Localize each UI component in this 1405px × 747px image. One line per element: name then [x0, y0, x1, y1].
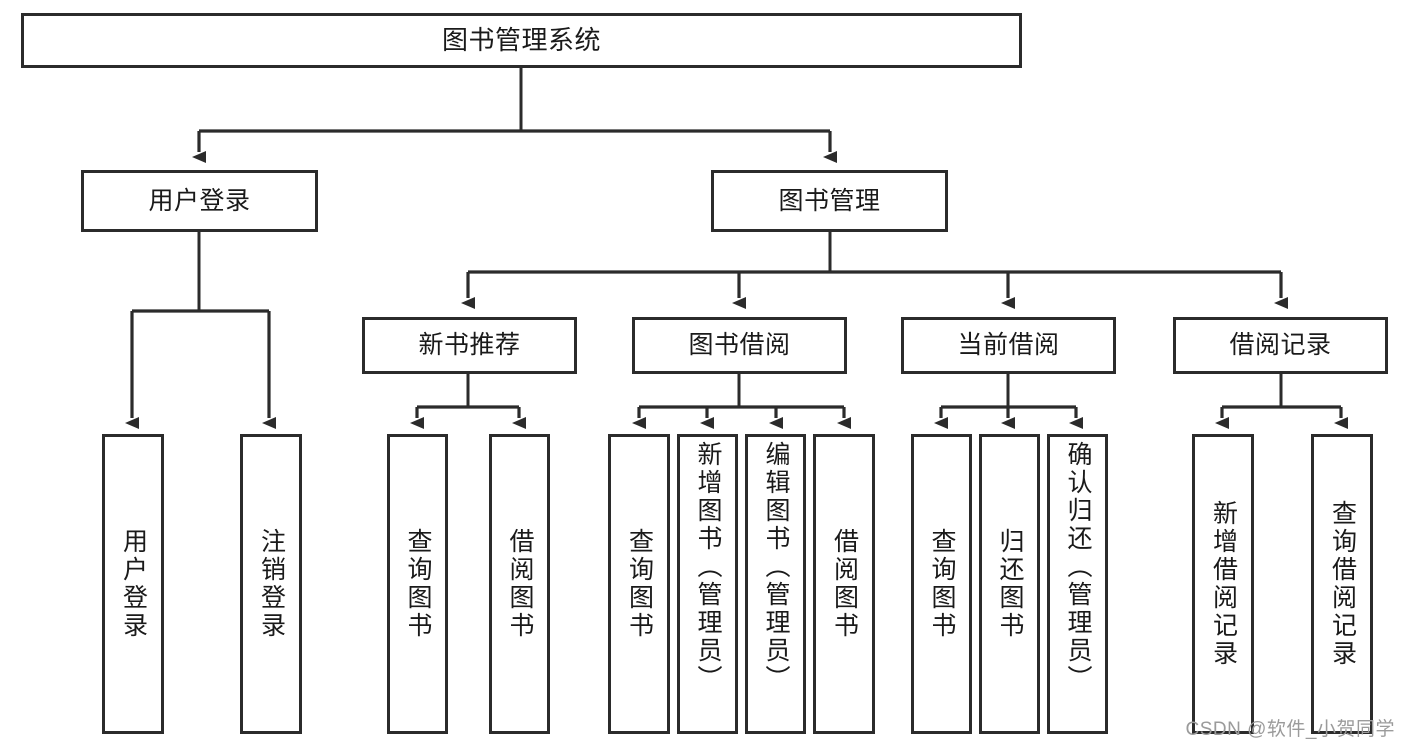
node-label: 查询借阅记录 [1328, 500, 1357, 668]
node-label: 用户登录 [119, 528, 148, 640]
node-label: 图书管理系统 [441, 24, 601, 55]
node-label: 查询图书 [928, 528, 956, 640]
node-label: 查询图书 [404, 528, 432, 640]
node-label: 借阅图书 [506, 528, 534, 640]
node-leaf-add-book[interactable]: 新增图书（管理员） [677, 434, 738, 734]
node-leaf-borrow-book-2[interactable]: 借阅图书 [813, 434, 875, 734]
node-leaf-user-login[interactable]: 用户登录 [102, 434, 164, 734]
node-label: 借阅图书 [830, 528, 859, 640]
node-leaf-logout[interactable]: 注销登录 [240, 434, 302, 734]
node-user-login[interactable]: 用户登录 [81, 170, 318, 232]
node-new-book-recommend[interactable]: 新书推荐 [362, 317, 577, 374]
csdn-watermark: CSDN @软件_小贺同学 [1185, 719, 1395, 740]
node-leaf-edit-book[interactable]: 编辑图书（管理员） [745, 434, 806, 734]
node-label: 用户登录 [148, 186, 251, 215]
node-label: 新增借阅记录 [1209, 500, 1238, 668]
node-book-management-system[interactable]: 图书管理系统 [21, 13, 1022, 68]
node-label: 图书借阅 [688, 331, 791, 360]
node-book-borrow[interactable]: 图书借阅 [632, 317, 847, 374]
node-label: 确认归还（管理员） [1064, 441, 1092, 693]
node-label: 新书推荐 [418, 331, 521, 360]
node-label: 当前借阅 [957, 331, 1060, 360]
node-book-management[interactable]: 图书管理 [711, 170, 948, 232]
node-leaf-query-book-1[interactable]: 查询图书 [387, 434, 448, 734]
node-leaf-return-book[interactable]: 归还图书 [979, 434, 1040, 734]
node-leaf-query-record[interactable]: 查询借阅记录 [1311, 434, 1373, 734]
node-label: 注销登录 [257, 528, 286, 640]
node-leaf-add-record[interactable]: 新增借阅记录 [1192, 434, 1254, 734]
node-borrow-record[interactable]: 借阅记录 [1173, 317, 1388, 374]
node-leaf-borrow-book-1[interactable]: 借阅图书 [489, 434, 550, 734]
node-leaf-query-book-2[interactable]: 查询图书 [608, 434, 670, 734]
node-leaf-query-book-3[interactable]: 查询图书 [911, 434, 972, 734]
node-label: 借阅记录 [1229, 331, 1332, 360]
node-label: 新增图书（管理员） [694, 441, 722, 693]
node-label: 查询图书 [625, 528, 654, 640]
node-leaf-confirm-return[interactable]: 确认归还（管理员） [1047, 434, 1108, 734]
node-label: 图书管理 [778, 186, 881, 215]
node-current-borrow[interactable]: 当前借阅 [901, 317, 1116, 374]
node-label: 编辑图书（管理员） [762, 441, 790, 693]
node-label: 归还图书 [996, 528, 1024, 640]
